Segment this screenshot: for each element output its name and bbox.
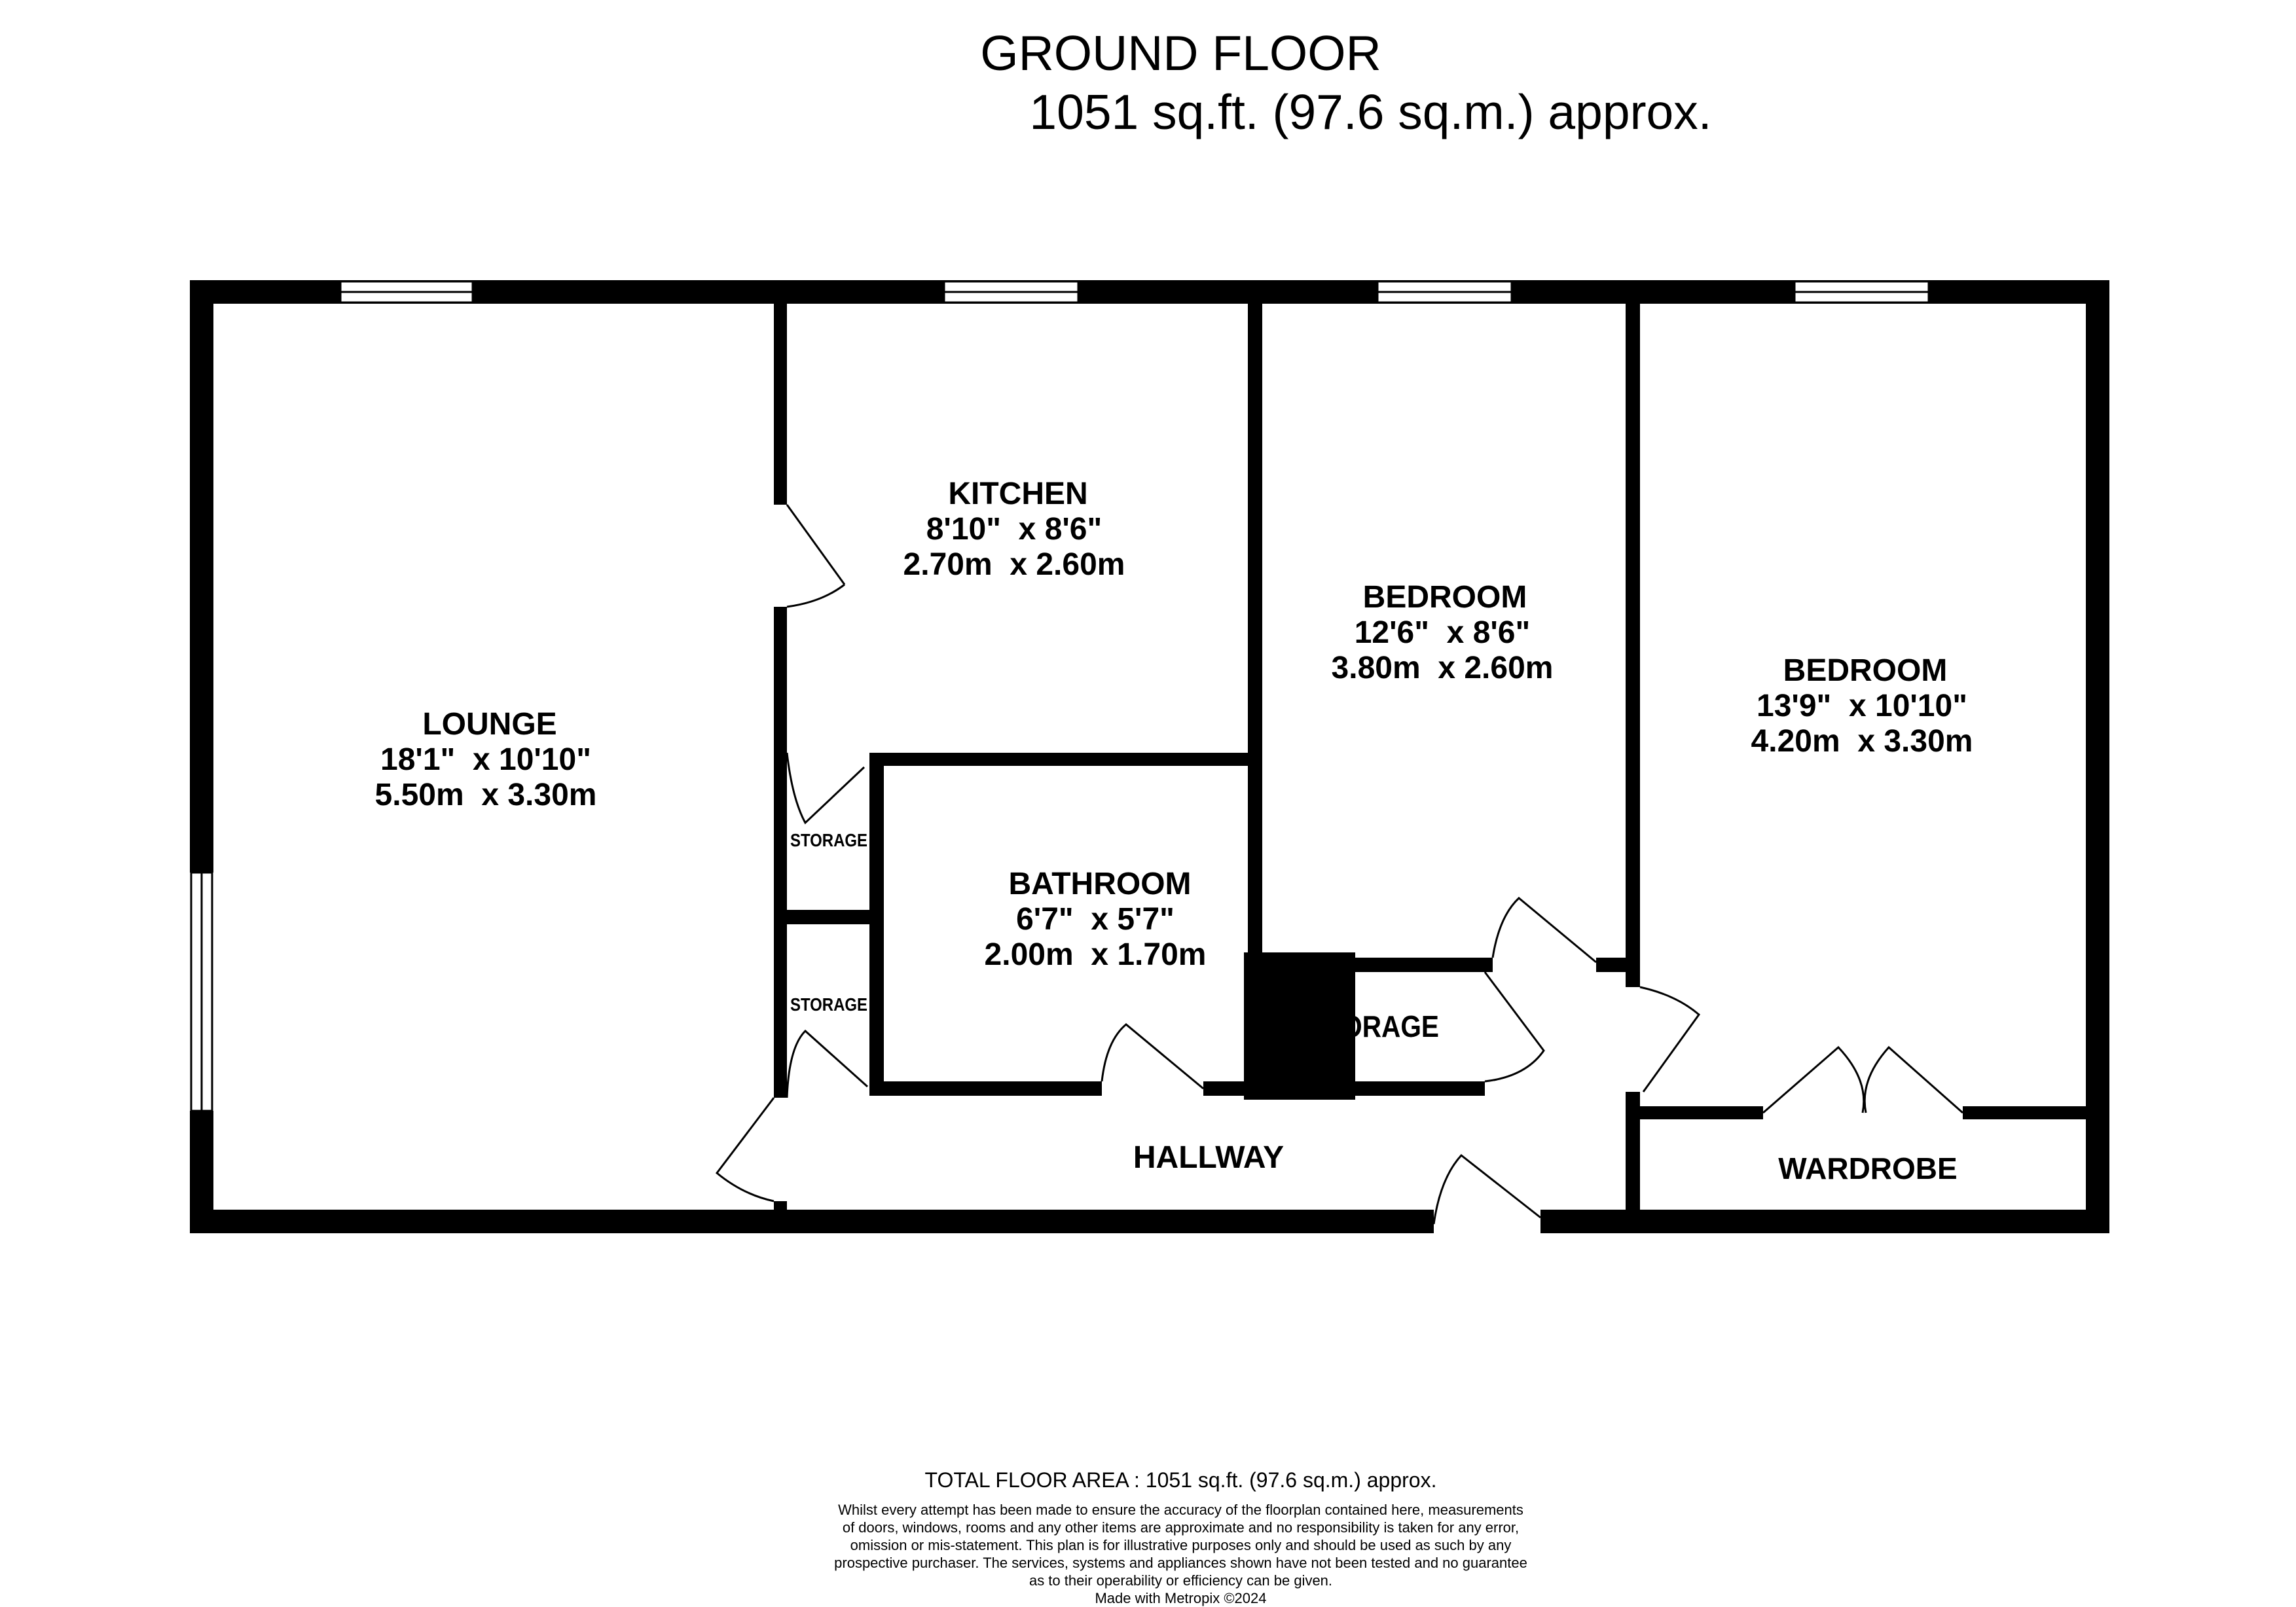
bathroom-imperial: 6'7" x 5'7"	[1016, 902, 1175, 937]
wardrobe-top-wall-left	[1626, 1106, 1763, 1119]
storage-divider-wall	[774, 910, 884, 924]
lounge-kitchen-wall-upper	[774, 280, 787, 505]
room-labels: LOUNGE 18'1" x 10'10" 5.50m x 3.30m KITC…	[375, 477, 1973, 1185]
kitchen-name: KITCHEN	[948, 477, 1087, 511]
door-kitchen	[786, 504, 846, 608]
disclaimer-credit: Made with Metropix ©2024	[1095, 1590, 1267, 1606]
bathroom-wall-top	[869, 753, 1262, 766]
door-storage1	[786, 752, 866, 825]
disclaimer-line: prospective purchaser. The services, sys…	[834, 1555, 1527, 1571]
outer-wall-right	[2086, 280, 2109, 1233]
bedroom1-name: BEDROOM	[1363, 580, 1527, 615]
kitchen-imperial: 8'10" x 8'6"	[926, 512, 1102, 547]
door-bathroom	[1101, 1023, 1204, 1090]
bathroom-metric: 2.00m x 1.70m	[985, 937, 1207, 972]
storage2-name: STORAGE	[790, 994, 867, 1015]
bathroom-wall-bottom-left	[869, 1081, 1102, 1096]
bathroom-name: BATHROOM	[1008, 867, 1191, 901]
bedroom2-imperial: 13'9" x 10'10"	[1757, 689, 1967, 723]
floor-area: 1051 sq.ft. (97.6 sq.m.) approx.	[1029, 84, 1712, 139]
outer-wall-left-lower	[190, 1111, 213, 1233]
door-front	[1432, 1153, 1541, 1225]
lounge-name: LOUNGE	[422, 707, 556, 742]
storage3-name: STORAGE	[1308, 1009, 1439, 1043]
chimney-hatch	[1270, 977, 1339, 1081]
disclaimer-line: Whilst every attempt has been made to en…	[838, 1502, 1523, 1518]
door-wardrobe-left	[1762, 1045, 1865, 1114]
outer-wall-bottom-left	[190, 1210, 1434, 1233]
bedroom2-metric: 4.20m x 3.30m	[1751, 724, 1973, 759]
wardrobe-name: WARDROBE	[1778, 1151, 1957, 1185]
door-bedroom1	[1491, 897, 1597, 964]
wardrobe-left-wall	[1626, 1092, 1640, 1233]
storage1-name: STORAGE	[790, 830, 867, 850]
outer-wall-left-upper	[190, 280, 213, 873]
disclaimer-line: omission or mis-statement. This plan is …	[850, 1537, 1512, 1553]
disclaimer-line: of doors, windows, rooms and any other i…	[842, 1519, 1520, 1536]
disclaimer-line: as to their operability or efficiency ca…	[1029, 1572, 1333, 1589]
doors	[715, 504, 1963, 1225]
hallway-name: HALLWAY	[1133, 1140, 1284, 1175]
door-wardrobe-right	[1863, 1045, 1963, 1114]
kitchen-bedroom-wall	[1248, 280, 1262, 961]
windows	[190, 280, 1930, 1112]
door-storage3	[1484, 971, 1545, 1083]
lounge-wall-stub	[774, 1201, 787, 1233]
bedroom2-name: BEDROOM	[1783, 653, 1948, 688]
lounge-imperial: 18'1" x 10'10"	[380, 742, 591, 777]
lounge-kitchen-wall-lower	[774, 607, 787, 1098]
bedroom1-imperial: 12'6" x 8'6"	[1355, 615, 1531, 650]
kitchen-metric: 2.70m x 2.60m	[903, 547, 1125, 582]
door-bedroom2	[1639, 986, 1701, 1092]
door-storage2	[786, 1029, 869, 1098]
bedroom2-wall-lower-stub	[1626, 958, 1640, 987]
bedroom-divider-wall	[1626, 280, 1640, 974]
floor-title: GROUND FLOOR	[980, 26, 1381, 81]
total-floor-area: TOTAL FLOOR AREA : 1051 sq.ft. (97.6 sq.…	[924, 1468, 1437, 1492]
lounge-metric: 5.50m x 3.30m	[375, 778, 597, 812]
outer-wall-top	[190, 280, 2109, 304]
door-lounge	[715, 1097, 775, 1202]
wardrobe-top-wall-right	[1963, 1106, 2100, 1119]
bedroom1-metric: 3.80m x 2.60m	[1332, 651, 1554, 685]
